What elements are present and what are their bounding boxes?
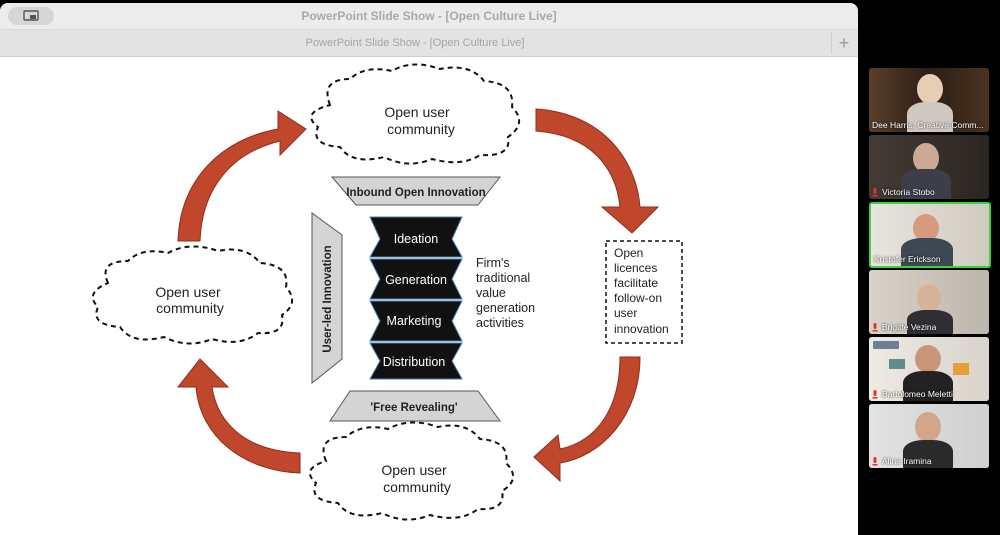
participant-name: Aline Iramina: [882, 456, 932, 466]
left-cloud-line1: Open user: [155, 284, 221, 300]
participant-face: [915, 412, 941, 442]
bottom-cloud-line2: community: [383, 479, 451, 495]
tab-bar: PowerPoint Slide Show - [Open Culture Li…: [0, 30, 858, 57]
presentation-slide: Open user community Open user community …: [0, 57, 858, 535]
participant-body: [901, 169, 951, 199]
open-licences-box: Open licences facilitate follow-on user …: [605, 240, 683, 344]
svg-text:Open: Open: [614, 246, 643, 260]
participant-name: Bartolomeo Meletti: [882, 389, 953, 399]
svg-text:'Free Revealing': 'Free Revealing': [370, 402, 458, 414]
svg-text:traditional: traditional: [476, 271, 530, 285]
participant-tile[interactable]: Dee Harris, Creative Comm...: [869, 68, 989, 132]
participant-tile[interactable]: Victoria Stobo: [869, 135, 989, 199]
top-cloud-line1: Open user: [384, 104, 450, 120]
svg-text:Distribution: Distribution: [383, 355, 446, 369]
participant-face: [917, 74, 943, 104]
left-cloud: Open user community: [91, 245, 293, 345]
stage-ideation: Ideation: [369, 216, 463, 258]
svg-text:innovation: innovation: [614, 322, 669, 336]
left-cloud-line2: community: [156, 300, 224, 316]
microphone-muted-icon: [872, 323, 878, 332]
arrow-bottom-left: [176, 358, 301, 474]
microphone-muted-icon: [872, 457, 878, 466]
svg-text:licences: licences: [614, 261, 657, 275]
tab-slideshow[interactable]: PowerPoint Slide Show - [Open Culture Li…: [305, 37, 525, 49]
participant-body: [903, 440, 953, 468]
participant-tile[interactable]: Aline Iramina: [869, 404, 989, 468]
participant-body: [903, 371, 953, 401]
top-cloud-line2: community: [387, 121, 455, 137]
svg-text:Inbound Open Innovation: Inbound Open Innovation: [346, 187, 485, 199]
participant-body: [907, 310, 953, 334]
wall-art: [889, 359, 905, 369]
participant-name: Dee Harris, Creative Comm...: [872, 120, 984, 130]
participant-name: Kristofer Erickson: [874, 254, 941, 264]
svg-text:activities: activities: [476, 316, 524, 330]
top-cloud: Open user community: [310, 63, 520, 165]
inbound-open-innovation-banner: Inbound Open Innovation: [330, 176, 502, 206]
screen-share-icon: [23, 10, 39, 21]
participant-name: Victoria Stobo: [882, 187, 935, 197]
microphone-muted-icon: [872, 188, 878, 197]
slideshow-window: PowerPoint Slide Show - [Open Culture Li…: [0, 3, 858, 535]
svg-text:facilitate: facilitate: [614, 276, 658, 290]
participant-name: Brigitte Vezina: [882, 322, 937, 332]
arrow-left-top: [177, 110, 307, 242]
window-title: PowerPoint Slide Show - [Open Culture Li…: [301, 9, 557, 23]
participant-body: [901, 238, 953, 266]
svg-text:user: user: [614, 306, 637, 320]
user-led-innovation-label: User-led Innovation: [311, 212, 343, 385]
svg-text:Firm's: Firm's: [476, 256, 510, 270]
wall-logo: [873, 341, 899, 349]
participant-face: [913, 214, 939, 242]
stage-distribution: Distribution: [369, 342, 463, 380]
arrow-top-right: [535, 108, 660, 234]
title-bar: PowerPoint Slide Show - [Open Culture Li…: [0, 3, 858, 30]
open-innovation-diagram: Open user community Open user community …: [91, 63, 683, 521]
svg-text:Ideation: Ideation: [394, 232, 439, 246]
participant-face: [913, 143, 939, 173]
participant-face: [915, 345, 941, 373]
svg-text:follow-on: follow-on: [614, 291, 662, 305]
svg-text:Marketing: Marketing: [387, 314, 442, 328]
participant-face: [917, 284, 941, 312]
svg-text:value: value: [476, 286, 506, 300]
new-tab-button[interactable]: +: [831, 32, 856, 54]
free-revealing-banner: 'Free Revealing': [329, 390, 501, 422]
stage-marketing: Marketing: [369, 300, 463, 342]
svg-text:generation: generation: [476, 301, 535, 315]
participant-tile-active[interactable]: Kristofer Erickson: [869, 202, 991, 268]
stage-generation: Generation: [369, 258, 463, 300]
firm-activities-text: Firm's traditional value generation acti…: [476, 256, 535, 330]
bottom-cloud-line1: Open user: [381, 462, 447, 478]
participant-tile[interactable]: Brigitte Vezina: [869, 270, 989, 334]
participant-tile[interactable]: Bartolomeo Meletti: [869, 337, 989, 401]
svg-text:User-led Innovation: User-led Innovation: [322, 245, 334, 352]
svg-text:Generation: Generation: [385, 273, 447, 287]
wall-art: [953, 363, 969, 375]
share-screen-button[interactable]: [8, 7, 54, 25]
bottom-cloud: Open user community: [308, 421, 514, 521]
arrow-right-bottom: [533, 356, 641, 483]
microphone-muted-icon: [872, 390, 878, 399]
participant-body: [907, 102, 953, 132]
